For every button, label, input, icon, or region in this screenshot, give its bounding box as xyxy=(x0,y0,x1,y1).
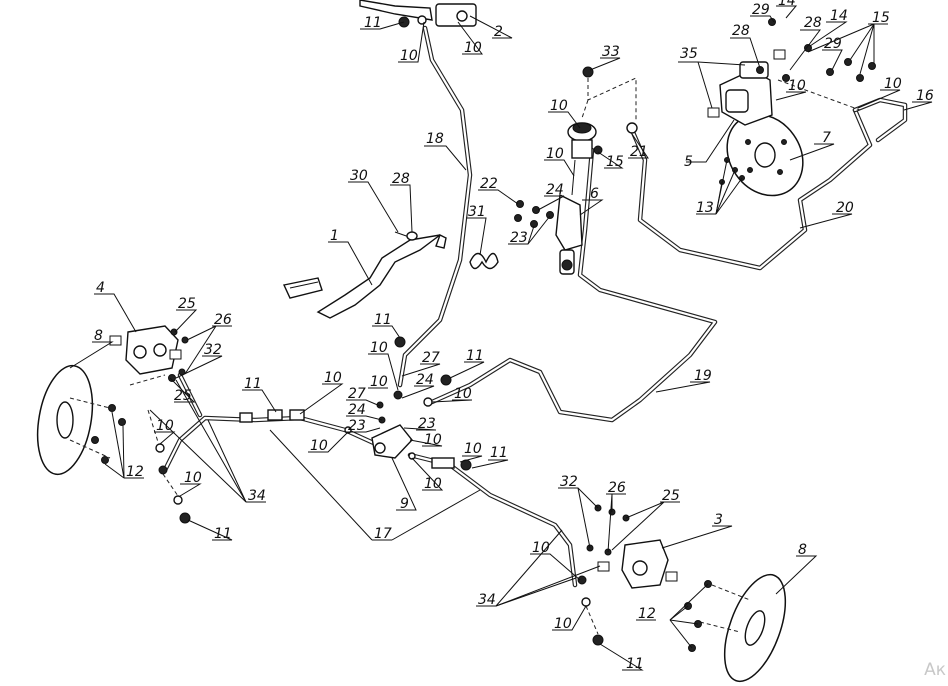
callout-6: 6 xyxy=(590,186,599,202)
callout-15: 15 xyxy=(606,154,624,170)
callout-25: 25 xyxy=(174,388,192,404)
callout-19: 19 xyxy=(694,368,712,384)
callout-32: 32 xyxy=(204,342,222,358)
callout-23: 23 xyxy=(348,418,366,434)
callout-10: 10 xyxy=(184,470,202,486)
callout-10: 10 xyxy=(424,476,442,492)
callout-10: 10 xyxy=(324,370,342,386)
callout-11: 11 xyxy=(466,348,484,364)
right-disc xyxy=(684,573,787,683)
callout-34: 34 xyxy=(478,592,496,608)
callout-10: 10 xyxy=(546,146,564,162)
callout-numbers: 11 10 10 2 18 30 28 1 31 10 33 10 15 21 … xyxy=(94,0,934,672)
callout-21: 21 xyxy=(630,144,648,160)
callout-35: 35 xyxy=(680,46,698,62)
callout-26: 26 xyxy=(214,312,232,328)
callout-11: 11 xyxy=(374,312,392,328)
callout-11: 11 xyxy=(214,526,232,542)
callout-10: 10 xyxy=(424,432,442,448)
callout-10: 10 xyxy=(884,76,902,92)
callout-34: 34 xyxy=(248,488,266,504)
callout-9: 9 xyxy=(400,496,409,512)
callout-7: 7 xyxy=(822,130,831,146)
callout-5: 5 xyxy=(684,154,693,170)
callout-26: 26 xyxy=(608,480,626,496)
callout-32: 32 xyxy=(560,474,578,490)
callout-28: 28 xyxy=(392,171,410,187)
watermark-text: Ак xyxy=(924,660,946,680)
callout-10: 10 xyxy=(464,441,482,457)
callout-15: 15 xyxy=(872,10,890,26)
bolt-33 xyxy=(581,66,637,122)
callout-27: 27 xyxy=(422,350,440,366)
callout-10: 10 xyxy=(156,418,174,434)
callout-23: 23 xyxy=(418,416,436,432)
callout-4: 4 xyxy=(96,280,105,296)
callout-12: 12 xyxy=(638,606,656,622)
rear-disc xyxy=(726,113,804,197)
callout-24: 24 xyxy=(546,182,564,198)
callout-12: 12 xyxy=(126,464,144,480)
callout-18: 18 xyxy=(426,131,444,147)
callout-13: 13 xyxy=(696,200,714,216)
callout-17: 17 xyxy=(374,526,392,542)
callout-2: 2 xyxy=(494,24,503,40)
callout-8: 8 xyxy=(798,542,807,558)
pedal-pin xyxy=(394,231,418,241)
callout-10: 10 xyxy=(370,374,388,390)
brake-pedal xyxy=(282,234,447,319)
callout-31: 31 xyxy=(468,204,486,220)
callout-29: 29 xyxy=(824,36,842,52)
callout-29: 29 xyxy=(752,2,770,18)
callout-16: 16 xyxy=(916,88,934,104)
callout-1: 1 xyxy=(330,228,339,244)
left-hose-fittings xyxy=(147,409,305,524)
callout-22: 22 xyxy=(480,176,498,192)
callout-25: 25 xyxy=(178,296,196,312)
brake-pipes xyxy=(162,25,908,588)
left-disc xyxy=(36,364,166,476)
return-spring xyxy=(469,252,499,270)
callout-10: 10 xyxy=(454,386,472,402)
callout-11: 11 xyxy=(490,445,508,461)
callout-27: 27 xyxy=(348,386,366,402)
callout-11: 11 xyxy=(244,376,262,392)
right-caliper xyxy=(577,504,678,646)
callout-10: 10 xyxy=(550,98,568,114)
callout-14: 14 xyxy=(830,8,848,24)
callout-11: 11 xyxy=(626,656,644,672)
callout-23: 23 xyxy=(510,230,528,246)
callout-10: 10 xyxy=(310,438,328,454)
master-fasteners xyxy=(514,200,554,228)
callout-10: 10 xyxy=(400,48,418,64)
callout-10: 10 xyxy=(370,340,388,356)
callout-30: 30 xyxy=(350,168,368,184)
leader-lines xyxy=(69,5,933,671)
callout-24: 24 xyxy=(416,372,434,388)
callout-28: 28 xyxy=(804,15,822,31)
callout-11: 11 xyxy=(364,15,382,31)
callout-10: 10 xyxy=(554,616,572,632)
callout-10: 10 xyxy=(532,540,550,556)
callout-14: 14 xyxy=(778,0,796,9)
callout-24: 24 xyxy=(348,402,366,418)
callout-25: 25 xyxy=(662,488,680,504)
callout-33: 33 xyxy=(602,44,620,60)
callout-8: 8 xyxy=(94,328,103,344)
callout-20: 20 xyxy=(836,200,854,216)
left-caliper xyxy=(109,325,189,382)
master-cylinder xyxy=(555,122,638,275)
callout-10: 10 xyxy=(464,40,482,56)
center-tee xyxy=(344,336,472,471)
callout-28: 28 xyxy=(732,23,750,39)
rear-caliper xyxy=(707,18,876,126)
callout-10: 10 xyxy=(788,78,806,94)
callout-3: 3 xyxy=(714,512,723,528)
